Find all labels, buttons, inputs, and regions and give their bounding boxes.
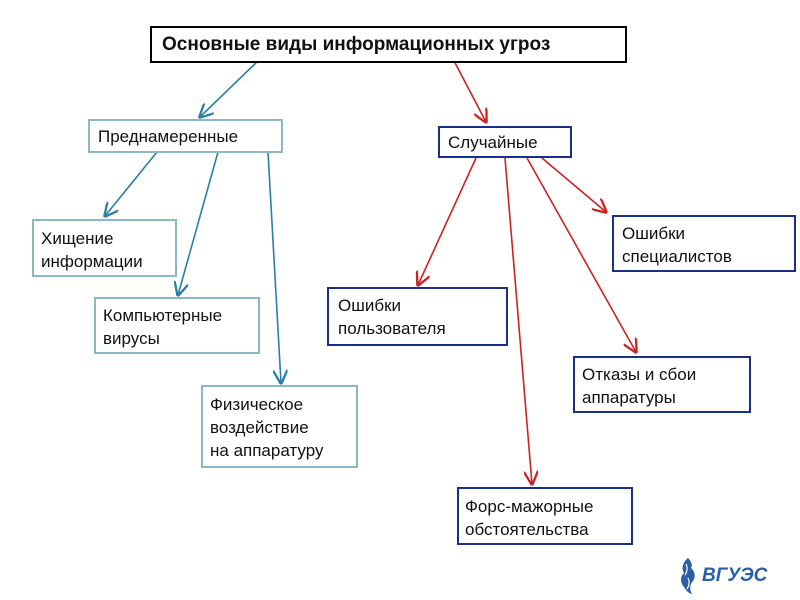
logo-text: ВГУЭС: [702, 565, 768, 586]
node-hardware-failures: Отказы и сбои аппаратуры: [573, 356, 751, 413]
node-accidental: Случайные: [438, 126, 572, 158]
logo-emblem-icon: [681, 558, 695, 594]
diagram-title: Основные виды информационных угроз: [150, 26, 627, 63]
arrow-intentional-to-theft: [105, 151, 158, 216]
node-physical-impact: Физическое воздействие на аппаратуру: [201, 385, 358, 468]
node-computer-viruses: Компьютерные вирусы: [94, 297, 260, 354]
arrow-title-to-accidental: [451, 56, 486, 122]
arrow-accidental-to-user-errors: [418, 157, 477, 285]
node-specialist-errors: Ошибки специалистов: [612, 215, 796, 272]
node-user-errors: Ошибки пользователя: [327, 287, 508, 346]
node-information-theft: Хищение информации: [32, 219, 177, 277]
university-logo: ВГУЭС: [676, 556, 776, 596]
arrow-title-to-intentional: [200, 56, 263, 117]
node-intentional: Преднамеренные: [88, 119, 283, 153]
arrow-accidental-to-specialist-errors: [541, 157, 606, 212]
arrow-intentional-to-viruses: [178, 151, 219, 295]
arrow-accidental-to-force-majeure: [504, 157, 532, 484]
node-force-majeure: Форс-мажорные обстоятельства: [457, 487, 633, 545]
arrow-accidental-to-hardware-failures: [526, 157, 636, 352]
arrow-intentional-to-physical: [267, 151, 281, 383]
